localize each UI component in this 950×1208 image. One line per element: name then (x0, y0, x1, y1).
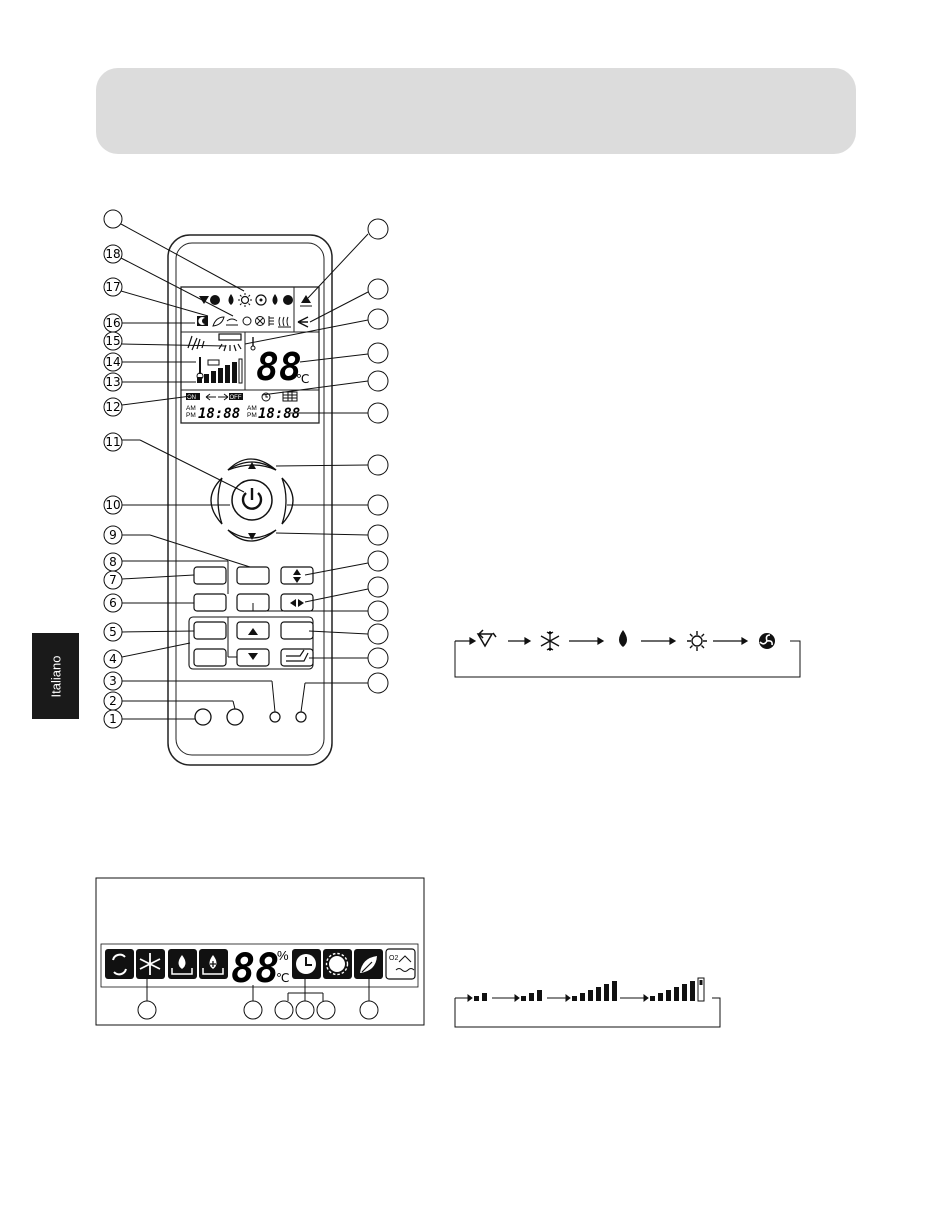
button-right-5[interactable] (281, 622, 313, 639)
heat-mode-icon (687, 631, 707, 651)
callout-2: 2 (109, 694, 117, 708)
fan-speed-medium-icon (521, 990, 542, 1001)
fan-mode-icon (256, 295, 266, 305)
cool-mode-icon (210, 295, 220, 305)
callout-3: 3 (109, 674, 117, 688)
down-arrow-icon (248, 533, 256, 540)
callout-14: 14 (105, 355, 120, 369)
swing-horizontal-button[interactable] (281, 594, 313, 611)
heater-icon (226, 319, 238, 325)
button-7[interactable] (194, 567, 226, 584)
button-5[interactable] (194, 622, 226, 639)
humidify-icon (199, 949, 228, 979)
callout-10: 10 (105, 498, 120, 512)
swing-side-icon (298, 317, 308, 327)
fan-mode-icon (759, 633, 775, 649)
pm-label-1: PM (186, 412, 196, 419)
temp-sensor-icon (251, 337, 255, 350)
auto-mode-icon (478, 630, 496, 646)
am-label-2: AM (247, 405, 257, 412)
swing-vane-icon (188, 336, 204, 350)
pm-label-2: PM (247, 412, 257, 419)
off-label: OFF (230, 395, 242, 401)
callout-1: 1 (109, 712, 117, 726)
button-1[interactable] (195, 709, 211, 725)
airflow-button[interactable] (281, 649, 313, 666)
mode-cycle-diagram (455, 630, 800, 677)
reset-button[interactable] (296, 712, 306, 722)
button-6[interactable] (194, 594, 226, 611)
timer-icon (292, 949, 321, 979)
callout-8: 8 (109, 555, 117, 569)
electric-heat-icon (278, 317, 291, 327)
cool-mode-icon (541, 631, 559, 651)
oxygen-icon: O2 (386, 949, 415, 979)
battery-icon (208, 360, 219, 365)
humidity-unit: % (277, 948, 289, 963)
ionizer-icon (269, 316, 274, 326)
button-4[interactable] (194, 649, 226, 666)
am-label-1: AM (186, 405, 196, 412)
indoor-digits: 88 (231, 946, 279, 992)
left-callout-numbers: 18 17 16 15 14 13 12 11 10 9 8 7 6 5 4 3… (105, 247, 120, 726)
callout-16: 16 (105, 316, 120, 330)
fresh-icon (243, 317, 251, 325)
dry-mode-icon (619, 630, 627, 647)
callout-6: 6 (109, 596, 117, 610)
callout-4: 4 (109, 652, 117, 666)
fan-speed-cycle (455, 978, 720, 1027)
indoor-temp-unit: ℃ (276, 971, 289, 985)
heat-mode-icon (238, 293, 252, 307)
fan-speed-low-icon (474, 993, 487, 1001)
grid-icon (283, 392, 297, 401)
temperature-unit: ℃ (296, 372, 309, 386)
svg-text:O2: O2 (389, 955, 398, 962)
callout-15: 15 (105, 334, 120, 348)
temperature-digits: 88 (256, 345, 302, 389)
timer-off-value: 18:88 (258, 406, 300, 422)
callout-7: 7 (109, 573, 117, 587)
drop-icon (273, 294, 278, 305)
callout-11: 11 (105, 435, 120, 449)
callout-5: 5 (109, 625, 117, 639)
health-icon (213, 317, 224, 326)
dry-mode-icon (229, 294, 234, 305)
cool-mode-icon (136, 949, 165, 979)
callout-9: 9 (109, 528, 117, 542)
heat-icon (323, 949, 352, 979)
callout-18: 18 (105, 247, 120, 261)
remote-lcd: 88 ℃ ON OFF AM PM 18:88 AM PM 18:88 (181, 287, 319, 423)
thermometer-icon (197, 357, 203, 379)
callout-13: 13 (105, 375, 120, 389)
fan-lock-icon (256, 317, 265, 326)
indoor-unit-icon (219, 334, 241, 351)
fan-speed-high-icon (572, 981, 617, 1001)
callout-12: 12 (105, 400, 120, 414)
button-3[interactable] (270, 712, 280, 722)
callout-17: 17 (105, 280, 120, 294)
timer-row: ON OFF (186, 392, 297, 401)
fan-speed-auto-icon (650, 978, 704, 1001)
indoor-display-panel: 88 % ℃ O2 (96, 878, 424, 1025)
swing-up-icon (300, 295, 312, 306)
auto-mode-icon (105, 949, 134, 979)
button-9[interactable] (237, 567, 269, 584)
sleep-icon (197, 316, 208, 326)
button-grid (189, 567, 313, 669)
health-icon (354, 949, 383, 979)
dry-mode-icon (168, 949, 197, 979)
dpad (211, 459, 293, 541)
timer-on-value: 18:88 (198, 406, 240, 422)
remote-control: 88 ℃ ON OFF AM PM 18:88 AM PM 18:88 (104, 210, 388, 765)
button-2[interactable] (227, 709, 243, 725)
fan-snow-icon (283, 295, 293, 305)
